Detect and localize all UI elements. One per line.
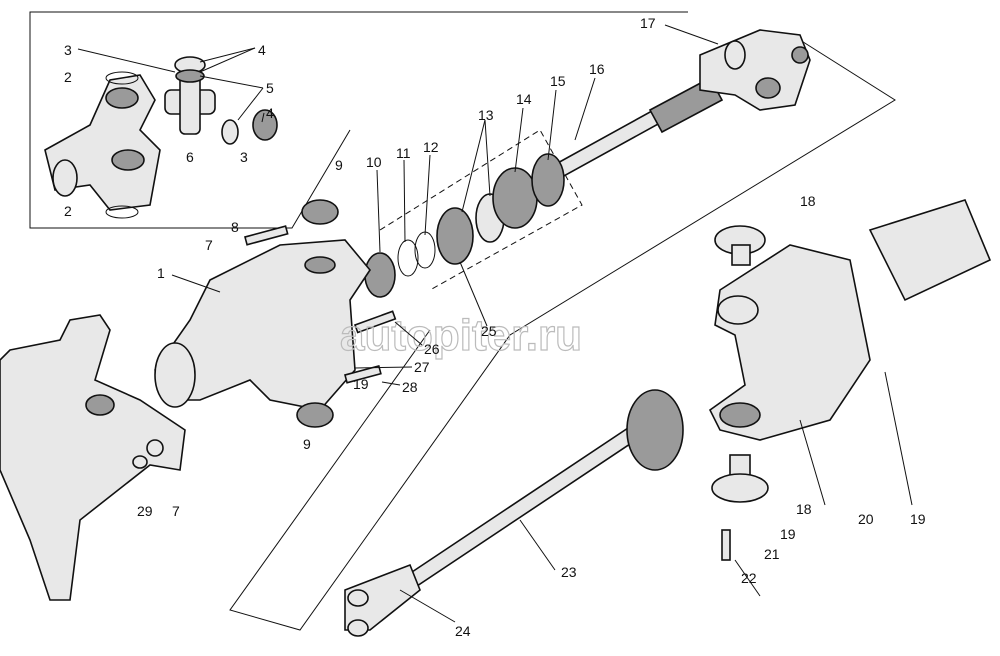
watermark: autopiter.ru (340, 311, 582, 360)
mounting-bracket (0, 314, 186, 601)
callout-labels: 17 4 3 2 5 4 6 3 2 16 15 14 13 9 10 11 1… (64, 15, 926, 639)
callout-14: 14 (516, 91, 532, 107)
snap-ring (105, 71, 139, 85)
steering-gear-bracket (708, 199, 992, 441)
inset-frame (29, 11, 688, 229)
callout-1: 1 (157, 265, 165, 281)
callout-12: 12 (423, 139, 439, 155)
callout-2: 2 (64, 203, 72, 219)
callout-16: 16 (589, 61, 605, 77)
callout-18: 18 (796, 501, 812, 517)
callout-20: 20 (858, 511, 874, 527)
callout-26: 26 (424, 341, 440, 357)
steering-column-housing (154, 199, 371, 428)
callout-7: 7 (172, 503, 180, 519)
callout-3: 3 (240, 149, 248, 165)
callout-21: 21 (764, 546, 780, 562)
callout-8: 8 (231, 219, 239, 235)
callout-19: 19 (910, 511, 926, 527)
callout-22: 22 (741, 570, 757, 586)
cross-spider (164, 56, 278, 145)
bolt-26 (353, 310, 397, 334)
callout-6: 6 (186, 149, 194, 165)
bearing-stack (364, 153, 565, 298)
callout-24: 24 (455, 623, 471, 639)
assembly-frame (229, 39, 896, 631)
bolt-22 (721, 529, 731, 561)
callout-5: 5 (266, 80, 274, 96)
callout-11: 11 (396, 145, 411, 161)
cardan-shaft-upper (543, 29, 811, 184)
callout-19: 19 (353, 376, 369, 392)
leader-lines (77, 24, 913, 623)
callout-27: 27 (414, 359, 430, 375)
flange-18-lower (711, 454, 769, 503)
callout-15: 15 (550, 73, 566, 89)
snap-ring (105, 205, 139, 219)
callout-28: 28 (402, 379, 418, 395)
bolt-8 (244, 225, 289, 246)
callout-9: 9 (335, 157, 343, 173)
callout-18: 18 (800, 193, 816, 209)
cardan-shaft-lower (344, 389, 684, 637)
callout-7: 7 (205, 237, 213, 253)
callout-4: 4 (258, 42, 266, 58)
bolt-28 (344, 364, 382, 384)
callout-10: 10 (366, 154, 382, 170)
callout-17: 17 (640, 15, 656, 31)
callout-13: 13 (478, 107, 494, 123)
callout-25: 25 (481, 323, 497, 339)
callout-4: 4 (266, 105, 274, 121)
callout-3: 3 (64, 42, 72, 58)
callout-2: 2 (64, 69, 72, 85)
callout-29: 29 (137, 503, 153, 519)
flange-18-upper (714, 225, 766, 266)
yoke-part (44, 74, 161, 211)
callout-23: 23 (561, 564, 577, 580)
callout-9: 9 (303, 436, 311, 452)
callout-19: 19 (780, 526, 796, 542)
